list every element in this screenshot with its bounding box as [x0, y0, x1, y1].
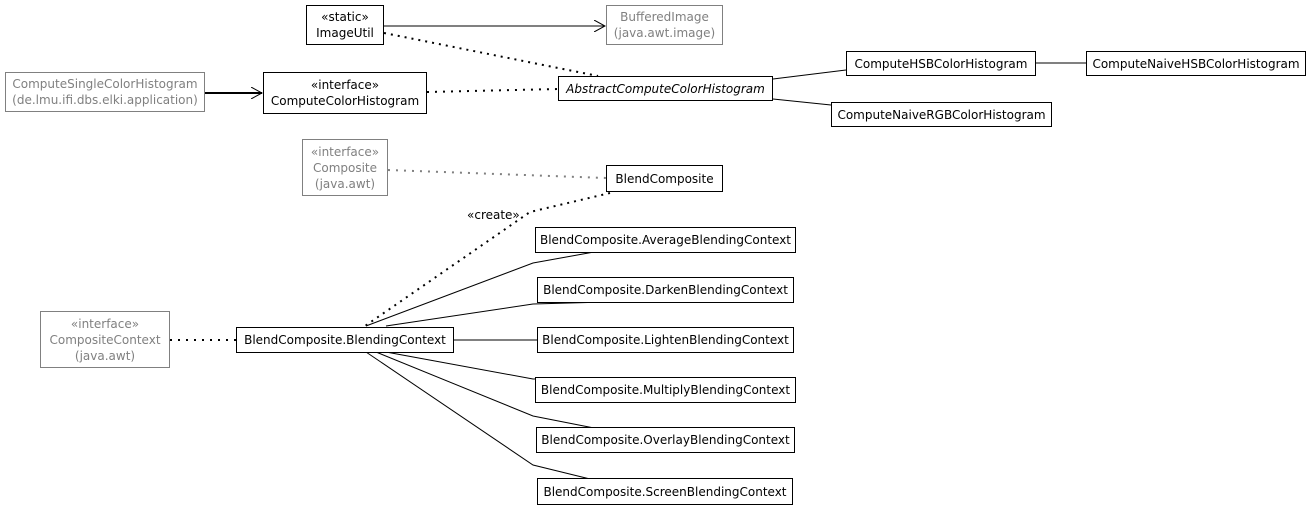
node-abstractcomputecolorhistogram[interactable]: AbstractComputeColorHistogram	[558, 76, 773, 101]
blendingcontext-name: BlendComposite.BlendingContext	[244, 333, 446, 347]
computenaivergb-name: ComputeNaiveRGBColorHistogram	[837, 107, 1046, 122]
compositecontext-name: CompositeContext	[49, 332, 161, 347]
average-name: BlendComposite.AverageBlendingContext	[539, 233, 792, 247]
edge-composite-blendcomposite	[387, 169, 607, 179]
node-composite[interactable]: «interface» Composite (java.awt)	[302, 139, 388, 196]
edge-interface-abstract	[426, 88, 559, 93]
blendcomposite-name: BlendComposite	[615, 171, 714, 186]
multiply-name: BlendComposite.MultiplyBlendingContext	[540, 383, 791, 397]
node-imageutil[interactable]: «static» ImageUtil	[306, 5, 384, 45]
node-bufferedimage[interactable]: BufferedImage (java.awt.image)	[606, 5, 723, 45]
darken-name: BlendComposite.DarkenBlendingContext	[543, 283, 788, 297]
computenaivehsb-name: ComputeNaiveHSBColorHistogram	[1092, 56, 1300, 71]
bufferedimage-package: (java.awt.image)	[613, 26, 716, 40]
node-overlayblendingcontext[interactable]: BlendComposite.OverlayBlendingContext	[536, 427, 795, 453]
edge-abstract-naivergb	[772, 98, 832, 106]
screen-name: BlendComposite.ScreenBlendingContext	[543, 484, 787, 499]
node-screenblendingcontext[interactable]: BlendComposite.ScreenBlendingContext	[537, 478, 793, 505]
composite-stereotype: «interface»	[310, 144, 380, 159]
imageutil-name: ImageUtil	[316, 26, 374, 40]
compositecontext-stereotype: «interface»	[70, 316, 140, 331]
compositecontext-package: (java.awt)	[74, 348, 136, 363]
node-blendcomposite[interactable]: BlendComposite	[606, 165, 723, 192]
composite-package: (java.awt)	[314, 176, 376, 191]
node-computehsbcolorhistogram[interactable]: ComputeHSBColorHistogram	[846, 51, 1036, 76]
edge-blending-screen	[365, 351, 591, 480]
edge-blending-overlay	[375, 351, 595, 429]
node-compositecontext[interactable]: «interface» CompositeContext (java.awt)	[40, 311, 170, 368]
composite-name: Composite	[312, 160, 378, 175]
abstractcompute-name: AbstractComputeColorHistogram	[566, 81, 765, 96]
node-computesinglecolorhistogram[interactable]: ComputeSingleColorHistogram (de.lmu.ifi.…	[5, 72, 205, 112]
edge-blending-multiply	[385, 351, 599, 380]
computecolorhistogram-name: ComputeColorHistogram	[270, 94, 420, 108]
bufferedimage-name: BufferedImage	[620, 10, 709, 24]
overlay-name: BlendComposite.OverlayBlendingContext	[541, 433, 790, 447]
node-darkenblendingcontext[interactable]: BlendComposite.DarkenBlendingContext	[537, 277, 794, 303]
node-computecolorhistogram[interactable]: «interface» ComputeColorHistogram	[263, 72, 427, 114]
node-multiplyblendingcontext[interactable]: BlendComposite.MultiplyBlendingContext	[535, 377, 796, 403]
node-computenaivehsbcolorhistogram[interactable]: ComputeNaiveHSBColorHistogram	[1086, 51, 1306, 76]
computesingle-name: ComputeSingleColorHistogram	[12, 77, 198, 91]
node-computenaivergbcolorhistogram[interactable]: ComputeNaiveRGBColorHistogram	[831, 102, 1052, 127]
edge-imageutil-abstract	[383, 32, 599, 77]
computesingle-package: (de.lmu.ifi.dbs.elki.application)	[12, 93, 198, 107]
lighten-name: BlendComposite.LightenBlendingContext	[542, 333, 789, 347]
node-lightenblendingcontext[interactable]: BlendComposite.LightenBlendingContext	[537, 327, 794, 353]
computecolorhistogram-stereotype: «interface»	[310, 78, 380, 92]
create-label: «create»	[467, 208, 520, 222]
node-blendingcontext[interactable]: BlendComposite.BlendingContext	[236, 327, 454, 353]
node-averageblendingcontext[interactable]: BlendComposite.AverageBlendingContext	[535, 227, 796, 253]
edge-abstract-hsb	[772, 69, 847, 80]
computehsb-name: ComputeHSBColorHistogram	[854, 56, 1028, 71]
imageutil-stereotype: «static»	[321, 10, 369, 24]
edge-blending-average	[365, 251, 595, 327]
